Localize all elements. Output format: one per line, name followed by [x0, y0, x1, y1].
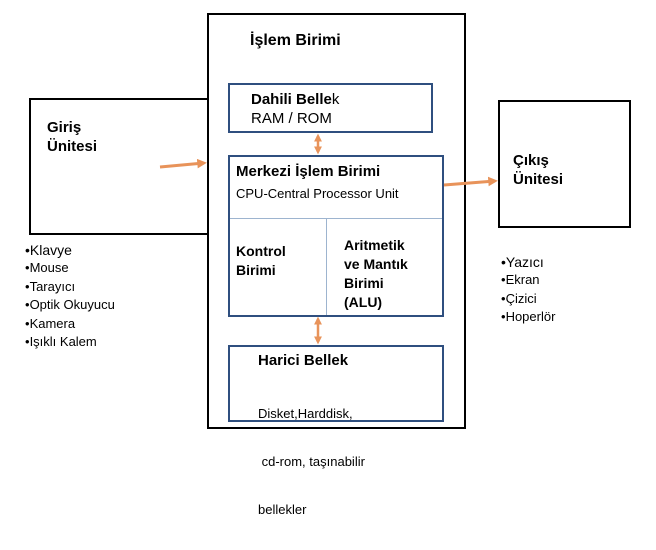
- list-item: Hoperlör: [501, 308, 556, 326]
- cpu-box: Merkezi İşlem Birimi CPU-Central Process…: [228, 155, 444, 317]
- internal-memory-box: Dahili Bellek RAM / ROM: [228, 83, 433, 133]
- input-to-cpu-arrow: [159, 158, 207, 169]
- list-item: Yazıcı: [501, 253, 555, 271]
- internal-memory-subtitle: RAM / ROM: [251, 110, 332, 127]
- list-item: Klavye: [25, 241, 115, 259]
- input-device-list: Klavye Mouse Tarayıcı Optik Okuyucu Kame…: [25, 241, 115, 351]
- output-unit-title-line1: Çıkış: [513, 152, 549, 169]
- input-unit-title-line2: Ünitesi: [47, 138, 98, 155]
- list-item: Ekran: [501, 271, 555, 289]
- input-unit-title-line1: Giriş: [47, 119, 82, 136]
- cpu-title: Merkezi İşlem Birimi: [236, 163, 381, 180]
- flow-arrows: [159, 133, 498, 345]
- list-item: Tarayıcı: [25, 278, 115, 296]
- list-item: Işıklı Kalem: [25, 333, 115, 351]
- list-item: Kamera: [25, 315, 115, 333]
- cpu-divider-vertical: [326, 219, 327, 315]
- list-item: Mouse: [25, 259, 115, 277]
- output-unit-title-line2: Ünitesi: [513, 171, 564, 188]
- cpu-to-output-arrow: [443, 176, 498, 187]
- list-item: Optik Okuyucu: [25, 296, 115, 314]
- cpu-subtitle: CPU-Central Processor Unit: [236, 186, 399, 201]
- output-device-list: Yazıcı Ekran Çizici Hoperlör: [501, 253, 556, 327]
- processing-unit-title: İşlem Birimi: [250, 32, 341, 49]
- control-unit-label: Kontrol Birimi: [236, 243, 286, 278]
- output-unit-box: Çıkış Ünitesi: [498, 100, 631, 228]
- external-memory-title: Harici Bellek: [258, 352, 349, 369]
- alu-label: Aritmetik ve Mantık Birimi (ALU): [344, 237, 408, 310]
- cpu-divider-horizontal: [230, 218, 442, 219]
- internal-memory-title: Dahili Bellek: [251, 91, 340, 108]
- list-item: Çizici: [501, 290, 555, 308]
